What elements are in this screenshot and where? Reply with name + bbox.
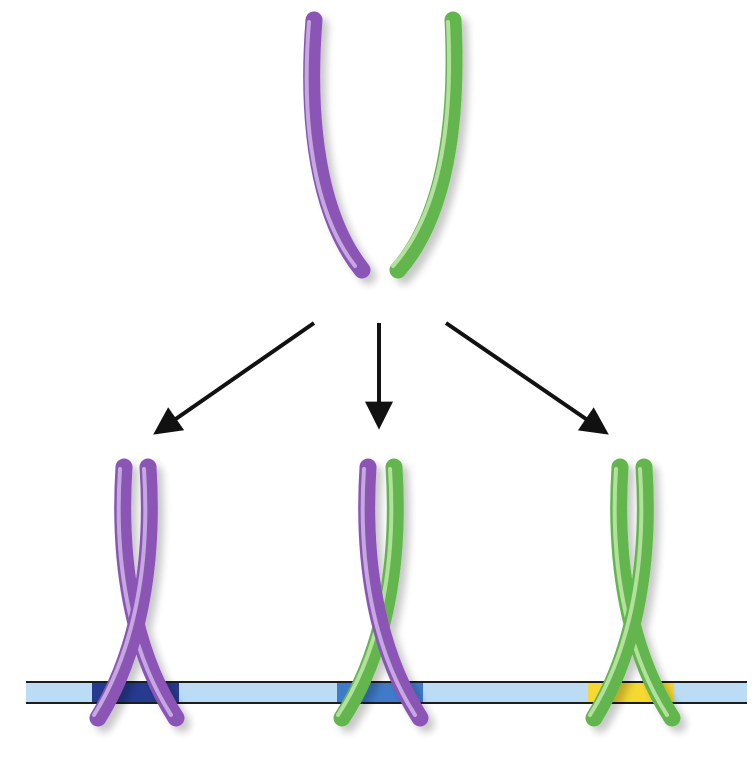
purple-monomer	[303, 11, 371, 279]
green-monomer	[389, 11, 463, 279]
green-homodimer	[585, 458, 681, 727]
rod-segment	[391, 20, 452, 268]
rod-segment	[92, 467, 148, 717]
rod-segment	[304, 20, 357, 268]
rod-segment	[114, 458, 185, 727]
rod-segment	[389, 11, 463, 279]
arrow-to-right-dimer	[444, 321, 609, 435]
dimers-group	[89, 458, 681, 727]
arrows-group	[153, 321, 609, 435]
purple-homodimer	[89, 458, 185, 727]
rod-segment	[585, 458, 654, 727]
cell-membrane	[26, 681, 747, 704]
rod-segment	[360, 467, 417, 717]
rod-segment	[358, 458, 429, 727]
monomers-group	[303, 11, 463, 279]
rod-segment	[612, 467, 669, 717]
rod-segment	[610, 458, 681, 727]
rod-segment	[89, 458, 158, 727]
rod-segment	[588, 467, 644, 717]
heterodimer	[333, 458, 429, 727]
arrow-to-left-dimer	[153, 321, 316, 435]
rod-segment	[333, 458, 404, 727]
rod-segment	[303, 11, 371, 279]
rod-segment	[116, 467, 173, 717]
